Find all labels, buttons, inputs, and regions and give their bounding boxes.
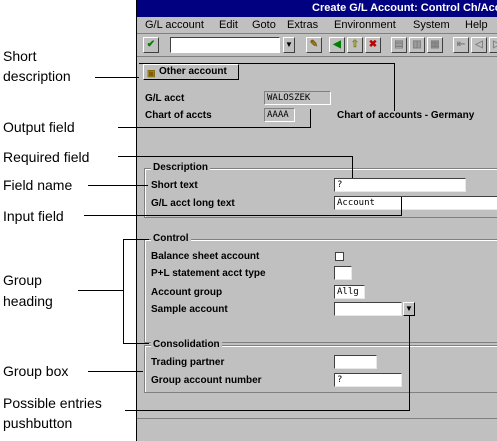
short-text-label: Short text	[151, 180, 198, 191]
account-group-input[interactable]: Allg	[334, 285, 365, 299]
menu-help[interactable]: Help	[465, 19, 488, 31]
annotation-group-box: Group box	[3, 363, 69, 379]
trading-partner-input[interactable]	[334, 355, 377, 369]
window-title: Create G/L Account: Control Ch/Accts	[312, 2, 497, 14]
prev-page-icon[interactable]: ◁	[471, 37, 487, 53]
annotation-possible-entries-1: Possible entries	[3, 395, 102, 411]
balance-sheet-label: Balance sheet account	[151, 251, 260, 262]
exit-icon[interactable]: ⇧	[347, 37, 363, 53]
annotation-required-field: Required field	[3, 149, 90, 165]
description-group-heading: Description	[151, 162, 211, 174]
annotation-short-description-1: Short	[3, 48, 37, 64]
chart-description: Chart of accounts - Germany	[337, 110, 475, 121]
trading-partner-label: Trading partner	[151, 357, 225, 368]
menu-system[interactable]: System	[413, 19, 450, 31]
other-account-button[interactable]: ▣ Other account	[143, 64, 239, 80]
annotation-short-description-2: description	[3, 68, 71, 84]
menu-environment[interactable]: Environment	[334, 19, 396, 31]
account-group-label: Account group	[151, 287, 223, 298]
back-icon[interactable]: ◀	[329, 37, 345, 53]
annotation-group-heading-1: Group	[3, 272, 42, 288]
toolbar: ✔ ▼ ✎ ◀ ⇧ ✖ ▤ ▥ ▦ ⇤ ◁ ▷	[137, 34, 497, 57]
menu-edit[interactable]: Edit	[219, 19, 238, 31]
consolidation-group-heading: Consolidation	[151, 339, 222, 351]
chart-of-accts-output: AAAA	[264, 108, 295, 122]
chart-of-accts-label: Chart of accts	[145, 110, 212, 121]
status-bar	[137, 418, 497, 441]
command-field[interactable]	[170, 37, 280, 53]
pl-type-input[interactable]	[334, 266, 352, 280]
menu-goto[interactable]: Goto	[252, 19, 276, 31]
control-group-heading: Control	[151, 233, 191, 245]
cancel-icon[interactable]: ✖	[365, 37, 381, 53]
group-account-input[interactable]: ?	[334, 373, 402, 387]
print-icon[interactable]: ▤	[391, 37, 407, 53]
check-icon[interactable]: ✔	[143, 37, 159, 53]
find-next-icon[interactable]: ▦	[427, 37, 443, 53]
gl-acct-label: G/L acct	[145, 93, 185, 104]
find-icon[interactable]: ▥	[409, 37, 425, 53]
sample-account-input[interactable]	[334, 302, 402, 316]
chevron-down-icon: ▼	[405, 304, 413, 313]
consolidation-group-box	[144, 345, 497, 393]
dropdown-icon[interactable]: ▼	[283, 37, 295, 53]
document-icon: ▣	[147, 68, 156, 78]
save-icon[interactable]: ✎	[306, 37, 322, 53]
annotation-group-heading-2: heading	[3, 293, 53, 309]
menu-gl-account[interactable]: G/L account	[145, 19, 204, 31]
possible-entries-button[interactable]: ▼	[403, 302, 415, 316]
first-page-icon[interactable]: ⇤	[453, 37, 469, 53]
annotation-field-name: Field name	[3, 177, 73, 193]
annotation-input-field: Input field	[3, 208, 64, 224]
long-text-input[interactable]: Account	[334, 196, 497, 210]
short-text-input[interactable]: ?	[334, 178, 466, 192]
pl-type-label: P+L statement acct type	[151, 268, 266, 279]
description-group-box	[144, 168, 497, 218]
gl-acct-output: WALOSZEK	[264, 91, 331, 105]
group-account-label: Group account number	[151, 375, 262, 386]
annotation-possible-entries-2: pushbutton	[3, 415, 73, 431]
sample-account-label: Sample account	[151, 304, 228, 315]
title-bar: Create G/L Account: Control Ch/Accts	[137, 0, 497, 17]
control-group-box	[144, 239, 497, 343]
sap-window: Create G/L Account: Control Ch/Accts G/L…	[136, 0, 497, 441]
menu-extras[interactable]: Extras	[287, 19, 319, 31]
balance-sheet-checkbox[interactable]	[335, 252, 344, 261]
menu-bar: G/L account Edit Goto Extras Environment…	[137, 17, 497, 34]
long-text-label: G/L acct long text	[151, 198, 235, 209]
annotation-output-field: Output field	[3, 119, 75, 135]
next-page-icon[interactable]: ▷	[489, 37, 497, 53]
